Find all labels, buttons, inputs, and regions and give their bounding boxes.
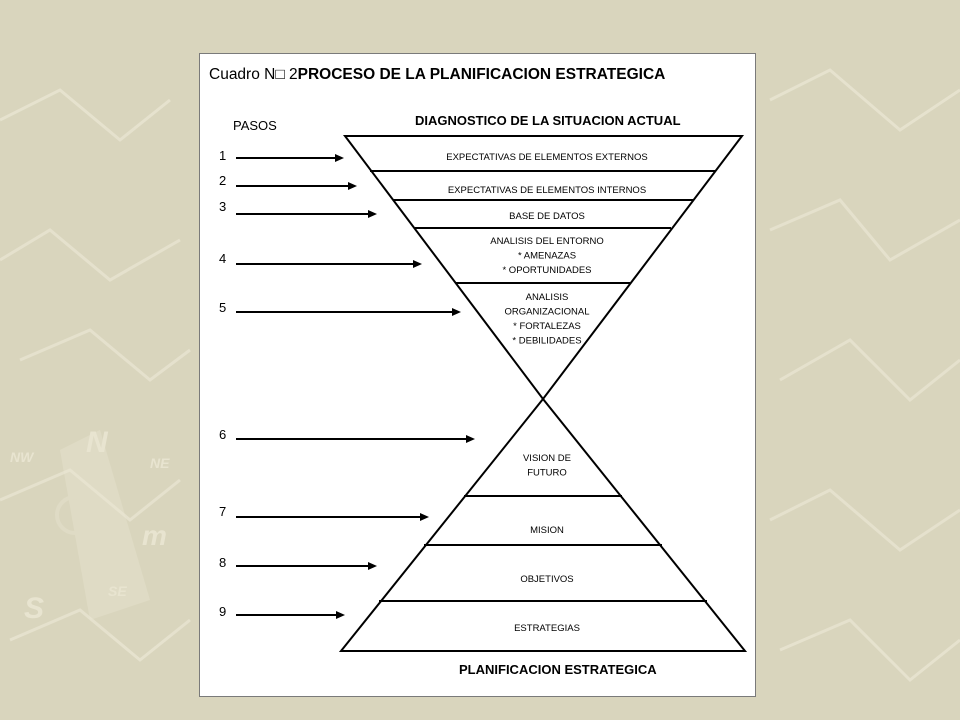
planning-section-3-line-1: OBJETIVOS (520, 574, 573, 585)
step-number-2: 2 (219, 173, 226, 188)
compass-letter-ne: NE (150, 455, 170, 471)
diagnostic-section-1-line-1: EXPECTATIVAS DE ELEMENTOS EXTERNOS (446, 152, 647, 163)
compass-watermark (55, 430, 150, 620)
compass-letter-n: N (86, 426, 109, 459)
step-arrowhead-5 (452, 308, 461, 316)
planning-section-2-line-1: MISION (530, 525, 564, 536)
step-arrowhead-6 (466, 435, 475, 443)
step-arrowhead-9 (336, 611, 345, 619)
step-number-3: 3 (219, 199, 226, 214)
planning-section-1-line-1: VISION DE (523, 453, 571, 464)
step-number-6: 6 (219, 427, 226, 442)
diagnostic-section-5-line-2: ORGANIZACIONAL (505, 307, 590, 318)
step-arrowhead-4 (413, 260, 422, 268)
planning-triangle (338, 397, 748, 652)
diagnostic-section-4-line-2: * AMENAZAS (518, 251, 576, 262)
hourglass-diagram: PASOS DIAGNOSTICO DE LA SITUACION ACTUAL… (219, 113, 748, 677)
page-title: Cuadro N□ 2PROCESO DE LA PLANIFICACION E… (209, 66, 665, 84)
diagnostic-labels: EXPECTATIVAS DE ELEMENTOS EXTERNOS EXPECT… (446, 152, 647, 347)
diagnostic-section-5-line-3: * FORTALEZAS (513, 321, 581, 332)
diagnostic-dividers (370, 170, 716, 284)
step-arrowhead-8 (368, 562, 377, 570)
planning-heading: PLANIFICACION ESTRATEGICA (459, 662, 657, 677)
step-number-8: 8 (219, 555, 226, 570)
diagnostic-section-5-line-1: ANALISIS (526, 292, 569, 303)
step-number-7: 7 (219, 504, 226, 519)
step-markers: 1 2 3 4 5 6 7 8 9 (219, 148, 475, 619)
planning-labels: VISION DE FUTURO MISION OBJETIVOS ESTRATEGIA… (514, 453, 580, 634)
step-arrowhead-1 (335, 154, 344, 162)
diagnostic-section-4-line-3: * OPORTUNIDADES (502, 265, 591, 276)
title-main: PROCESO DE LA PLANIFICACION ESTRATEGICA (297, 66, 666, 83)
step-arrowhead-3 (368, 210, 377, 218)
diagnostic-section-2-line-1: EXPECTATIVAS DE ELEMENTOS INTERNOS (448, 185, 646, 196)
planning-section-4-line-1: ESTRATEGIAS (514, 623, 580, 634)
step-number-5: 5 (219, 300, 226, 315)
planning-section-1-line-2: FUTURO (527, 468, 567, 479)
diagnostic-section-4-line-1: ANALISIS DEL ENTORNO (490, 236, 604, 247)
step-number-4: 4 (219, 251, 226, 266)
diagnostic-section-3-line-1: BASE DE DATOS (509, 211, 585, 222)
step-arrowhead-7 (420, 513, 429, 521)
compass-letter-s: S (24, 592, 44, 625)
compass-letter-nw: NW (10, 449, 35, 465)
diagram-card: Cuadro N□ 2PROCESO DE LA PLANIFICACION E… (199, 53, 756, 697)
step-number-9: 9 (219, 604, 226, 619)
step-arrowhead-2 (348, 182, 357, 190)
diagnostic-heading: DIAGNOSTICO DE LA SITUACION ACTUAL (415, 113, 681, 128)
pasos-label: PASOS (233, 118, 277, 133)
compass-letter-se: SE (108, 583, 127, 599)
step-number-1: 1 (219, 148, 226, 163)
title-prefix: Cuadro N□ 2 (209, 66, 298, 83)
compass-letter-m: m (142, 520, 167, 551)
planning-dividers (379, 495, 707, 602)
diagnostic-triangle (342, 135, 745, 401)
diagnostic-section-5-line-4: * DEBILIDADES (512, 336, 581, 347)
